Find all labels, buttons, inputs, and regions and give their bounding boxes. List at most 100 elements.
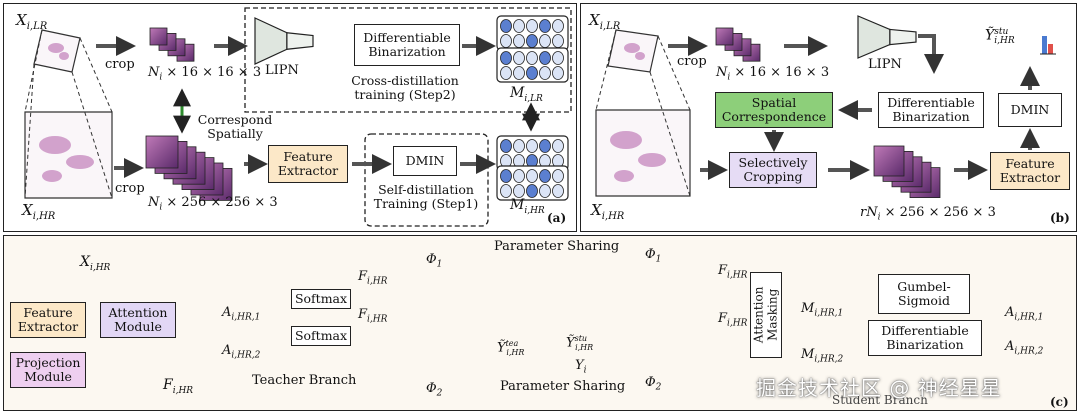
- mask-lr-a2-cell-0-3: [539, 51, 551, 65]
- diff-bin-box-b: Differentiable Binarization: [878, 92, 984, 128]
- feature-extractor-box-c: Feature Extractor: [10, 302, 86, 338]
- a-hr1-label-s: Ai,HR,1: [1005, 305, 1044, 323]
- proj-line-3: [71, 71, 113, 199]
- crop-label-b: crop: [677, 54, 707, 69]
- correspond-label: Correspond Spatially: [197, 112, 273, 141]
- mask-lr-a-cell-0-0: [500, 19, 512, 33]
- f-hr-label-s2: Fi,HR: [718, 311, 748, 329]
- y-i-label: Yi: [575, 358, 587, 376]
- lipn-funnel-a-tail: [286, 32, 314, 50]
- proj-line-4: [24, 63, 35, 199]
- diff-bin-box-c: Differentiable Binarization: [868, 320, 982, 356]
- y-tea-label: Ỹteai,HR: [497, 339, 525, 357]
- mask-lr-a-cell-0-2: [526, 19, 538, 33]
- x-lr-label-b: Xi,LR: [589, 11, 621, 32]
- mask-lr-a2-cell-1-3: [539, 66, 551, 80]
- m-hr2-label: Mi,HR,2: [801, 347, 844, 365]
- crop-bottom-label: crop: [115, 181, 145, 196]
- dmin-box-b: DMIN: [998, 93, 1062, 127]
- m-hr-label: Mi,HR: [510, 197, 545, 216]
- mask-hr-a2-cell-0-3: [539, 169, 551, 183]
- lipn-label-a: LIPN: [265, 63, 299, 78]
- tiles-hr-a-tile-0: [145, 135, 179, 169]
- f-hr-label-c: Fi,HR: [163, 377, 194, 396]
- softmax-box-2: Softmax: [291, 326, 351, 346]
- wsi-hr-b-blob-2: [614, 170, 634, 182]
- mask-lr-a2-cell-0-0: [500, 51, 512, 65]
- mask-hr-a-cell-0-1: [513, 139, 525, 153]
- proj-line-b3: [649, 71, 691, 197]
- selectively-cropping-box: Selectively Cropping: [729, 152, 817, 188]
- wsi-lr-a-blob-1: [59, 52, 69, 60]
- feature-extractor-box-a: Feature Extractor: [268, 145, 348, 183]
- param-sharing-top: Parameter Sharing: [494, 239, 620, 254]
- hist-b-bar-0: [1042, 36, 1047, 54]
- mask-hr-a-cell-0-2: [526, 139, 538, 153]
- mask-hr-a2-cell-1-3: [539, 184, 551, 198]
- self-distill-dashed: [364, 133, 489, 227]
- mask-hr-a-cell-0-4: [552, 139, 564, 153]
- mask-lr-a2-cell-0-2: [526, 51, 538, 65]
- hist-b-bar-1: [1048, 44, 1053, 54]
- mask-lr-a-cell-0-3: [539, 19, 551, 33]
- x-lr-label: Xi,LR: [16, 11, 48, 32]
- f-hr-label-s1: Fi,HR: [718, 263, 748, 281]
- mask-lr-a-cell-0-1: [513, 19, 525, 33]
- n-lr-dims-b: Ni × 16 × 16 × 3: [716, 65, 830, 83]
- wsi-lr-a-blob-0: [48, 43, 64, 53]
- dmin-box-a: DMIN: [393, 146, 457, 176]
- gumbel-sigmoid-box: Gumbel-Sigmoid: [878, 274, 970, 314]
- phi2-right: Φ2: [645, 375, 662, 393]
- lipn-label-b: LIPN: [868, 57, 902, 72]
- y-stu-label-b: Ỹstui,HR: [985, 27, 1015, 47]
- watermark-text: 掘金技术社区 @ 神经星星: [756, 376, 1002, 400]
- panel-b-tag: (b): [1050, 211, 1070, 225]
- mask-lr-a2-cell-1-1: [513, 66, 525, 80]
- n-hr-dims: Ni × 256 × 256 × 3: [148, 195, 278, 213]
- f-hr-label-t2: Fi,HR: [358, 307, 388, 325]
- wsi-lr-b-blob-1: [635, 52, 645, 60]
- tiles-lr-b-tile-0: [715, 27, 734, 46]
- crop-top-label: crop: [105, 57, 135, 72]
- wsi-hr-b-blob-1: [638, 153, 666, 167]
- panel-a: [3, 3, 577, 232]
- attention-module-box: Attention Module: [100, 302, 176, 338]
- mask-lr-a2-cell-1-2: [526, 66, 538, 80]
- mask-hr-a2-cell-1-4: [552, 184, 564, 198]
- wsi-hr-a-blob-1: [66, 155, 94, 169]
- projection-module-box: Projection Module: [10, 352, 86, 388]
- a-hr2-label-s: Ai,HR,2: [1005, 339, 1044, 357]
- student-branch-label: Student Branch: [832, 393, 928, 407]
- m-lr-label: Mi,LR: [510, 85, 543, 104]
- mask-lr-a2-cell-1-0: [500, 66, 512, 80]
- y-stu-label-c: Ỹstui,HR: [566, 334, 594, 352]
- mask-hr-a2-cell-1-0: [500, 184, 512, 198]
- mask-hr-a-cell-0-0: [500, 139, 512, 153]
- mask-hr-a2-cell-0-0: [500, 169, 512, 183]
- x-hr-label-b: Xi,HR: [591, 201, 625, 222]
- cross-distill-label: Cross-distillation training (Step2): [351, 73, 459, 102]
- x-hr-label-c: Xi,HR: [80, 254, 111, 273]
- f-hr-label-t1: Fi,HR: [358, 269, 388, 287]
- teacher-branch-label: Teacher Branch: [252, 373, 357, 388]
- cross-distill-dashed: [244, 7, 572, 113]
- phi2-left: Φ2: [426, 381, 443, 399]
- mask-hr-a2-cell-1-2: [526, 184, 538, 198]
- mask-lr-a-cell-0-4: [552, 19, 564, 33]
- mask-lr-a2-cell-0-4: [552, 51, 564, 65]
- phi1-right: Φ1: [645, 247, 662, 265]
- param-sharing-bottom: Parameter Sharing: [500, 379, 626, 394]
- attention-masking-box: Attention Masking: [750, 272, 782, 358]
- feature-extractor-box-b: Feature Extractor: [990, 152, 1070, 190]
- mask-hr-a-cell-0-3: [539, 139, 551, 153]
- panel-c-tag: (c): [1050, 395, 1069, 409]
- panel-b: [580, 3, 1077, 232]
- phi1-left: Φ1: [426, 252, 443, 270]
- diff-bin-box-a: Differentiable Binarization: [354, 24, 460, 66]
- self-distill-label: Self-distillation Training (Step1): [373, 182, 479, 211]
- softmax-box-1: Softmax: [291, 289, 351, 309]
- mask-lr-a2-cell-1-4: [552, 66, 564, 80]
- mask-lr-a2-cell-0-1: [513, 51, 525, 65]
- tiles-hr-b-tile-0: [873, 145, 905, 177]
